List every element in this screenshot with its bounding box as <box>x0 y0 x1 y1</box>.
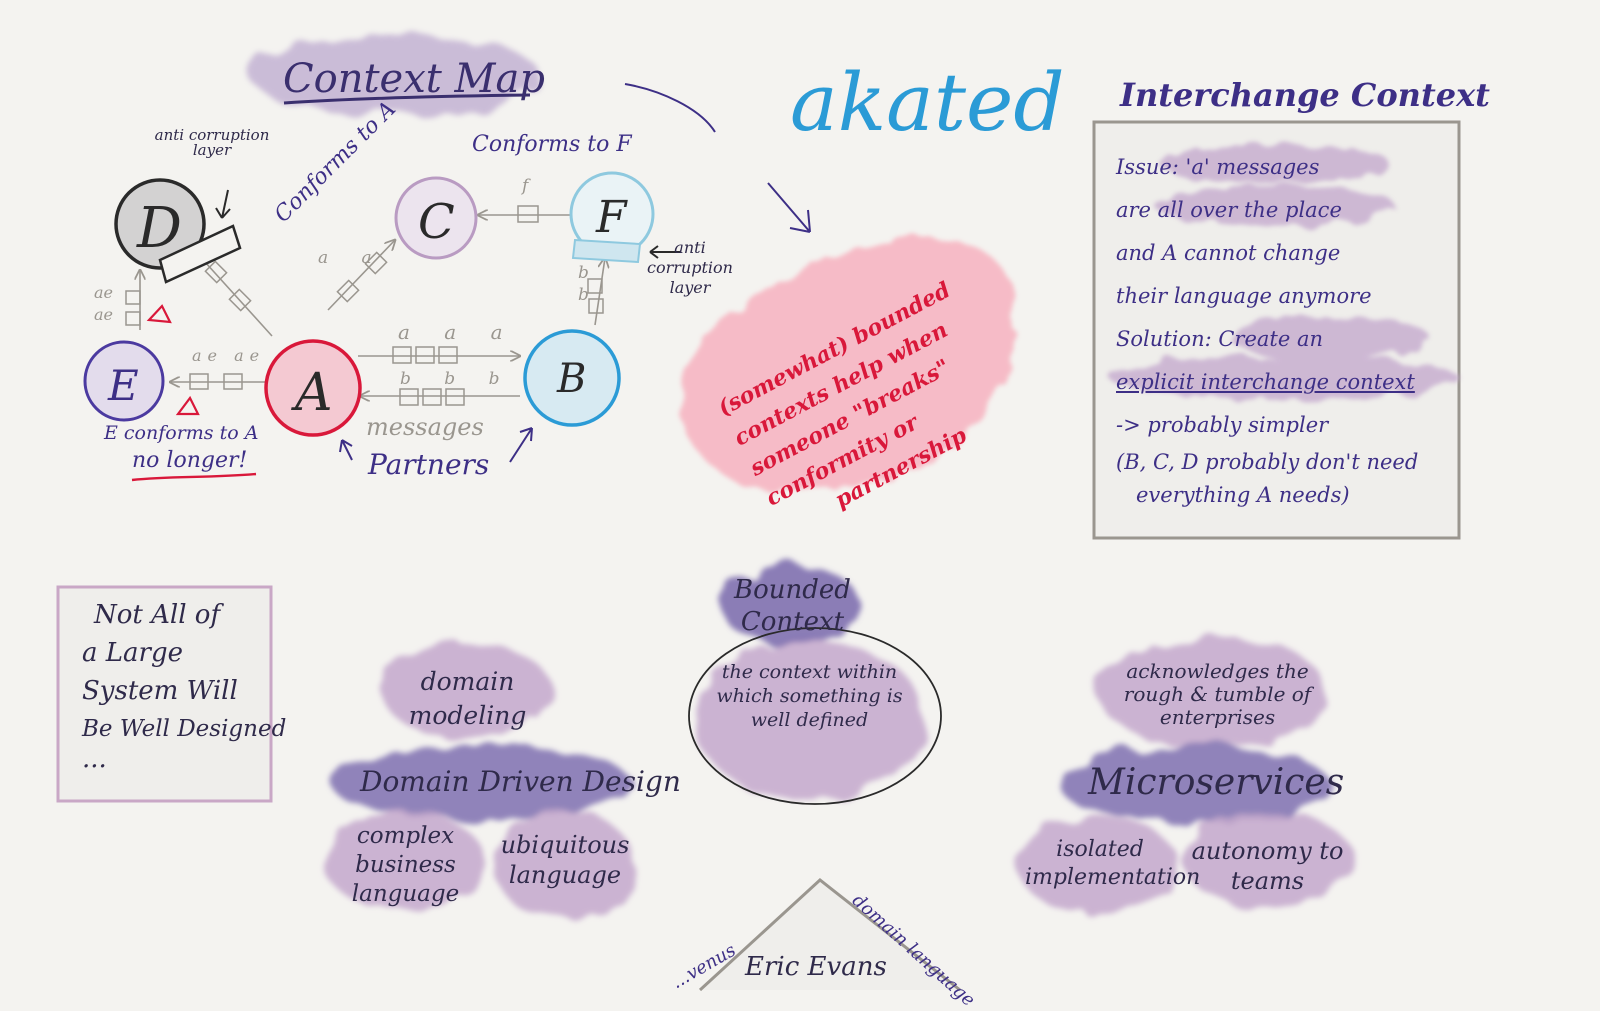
bottom-center-fragment: Eric Evans <box>745 952 887 982</box>
node-a <box>264 339 362 437</box>
msg-letters-b-to-f: b b <box>578 262 590 306</box>
microservices-center: Microservices <box>1088 762 1345 803</box>
node-e <box>83 340 165 422</box>
e-conforms-label: E conforms to A <box>104 422 259 444</box>
ddd-washes <box>325 642 635 921</box>
msg-letter: a <box>490 320 517 344</box>
note-box-line: Not All of <box>94 600 221 630</box>
node-b <box>523 329 621 427</box>
msg-letter: ae <box>94 283 114 302</box>
interchange-body: Issue: 'a' messages are all over the pla… <box>1116 146 1418 513</box>
interchange-line: -> probably simpler <box>1116 413 1329 437</box>
context-map-underline <box>283 93 531 105</box>
red-note-wash <box>681 236 1017 491</box>
updated-label: akated <box>790 56 1065 149</box>
node-f-label: F <box>595 192 628 243</box>
interchange-line: everything A needs) <box>1136 483 1350 507</box>
msg-letter: b <box>578 263 589 283</box>
interchange-line: their language anymore <box>1116 284 1372 308</box>
microservices-right: autonomy to teams <box>1191 837 1344 895</box>
msg-letter: a <box>444 320 471 344</box>
down-arrow <box>767 182 811 233</box>
node-e-label: E <box>107 361 139 410</box>
microservices-top: acknowledges the rough & tumble of enter… <box>1123 659 1312 729</box>
node-c <box>394 176 478 260</box>
msg-letters-a-to-c: a a <box>318 248 386 268</box>
ddd-left: complex business language <box>351 823 460 907</box>
message-boxes <box>125 205 604 406</box>
note-box-line: System Will <box>82 676 238 706</box>
node-d-label: D <box>136 196 182 261</box>
msg-letter: b <box>488 369 514 389</box>
msg-letter: b <box>444 369 470 389</box>
ddd-center: Domain Driven Design <box>360 765 681 798</box>
no-longer-underline <box>131 472 257 482</box>
interchange-line: explicit interchange context <box>1116 370 1415 394</box>
acl-top-label: anti corruption layer <box>154 126 270 159</box>
microservices-left: isolated implementation <box>1025 837 1201 890</box>
partners-arrow-right <box>509 427 533 463</box>
bottom-triangle <box>698 878 961 992</box>
msg-letter: a <box>318 248 343 268</box>
interchange-line: Issue: 'a' messages <box>1116 155 1320 179</box>
partners-arrow-left <box>339 439 353 461</box>
note-box-line: ... <box>82 744 107 774</box>
msg-letters-b-to-a: b b b <box>400 369 513 389</box>
acl-right-arrow <box>649 245 680 259</box>
msg-letter: ae <box>94 305 114 324</box>
no-longer-label: no longer! <box>132 448 248 473</box>
interchange-line: Solution: Create an <box>1116 327 1323 351</box>
curved-arrow <box>624 83 716 133</box>
bounded-context-title: Bounded Context <box>734 575 851 637</box>
note-box-line: Be Well Designed <box>82 716 287 742</box>
msg-letter: a <box>361 248 386 268</box>
msg-letter: b <box>578 285 589 305</box>
msg-letters-ae-to-d: ae ae <box>94 282 118 326</box>
msg-letter: b <box>400 369 425 389</box>
node-a-label: A <box>291 363 333 423</box>
interchange-line: and A cannot change <box>1116 241 1341 265</box>
bounded-context-body: the context within which something is we… <box>716 661 903 731</box>
msg-letter: a <box>398 320 424 344</box>
msg-letter: ae <box>234 346 266 365</box>
conforms-to-f-label: Conforms to F <box>472 132 632 157</box>
note-box <box>56 585 273 803</box>
acl-top-arrow <box>215 189 231 219</box>
acl-right-label: anti corruption layer <box>647 238 733 297</box>
msg-letter: ae <box>192 346 224 365</box>
node-c-label: C <box>418 194 455 250</box>
node-b-label: B <box>556 356 586 402</box>
microservices-washes <box>1018 637 1353 914</box>
ddd-top: domain modeling <box>408 667 527 730</box>
interchange-line: (B, C, D probably don't need <box>1116 450 1419 474</box>
interchange-title: Interchange Context <box>1120 76 1490 114</box>
partners-label: Partners <box>368 448 490 481</box>
messages-label: messages <box>366 413 484 441</box>
note-box-line: a Large <box>82 638 183 668</box>
warning-triangle-icon <box>175 395 200 416</box>
bounded-context-circle <box>688 627 942 805</box>
warning-triangle-icon <box>146 304 172 324</box>
interchange-highlights <box>1110 144 1460 400</box>
node-d <box>114 178 242 284</box>
msg-letters-a-to-b: a a a <box>398 320 517 344</box>
bounded-context-washes <box>695 565 925 800</box>
note-box-text: Not All of a Large System Will Be Well D… <box>82 596 287 774</box>
interchange-line: are all over the place <box>1116 198 1342 222</box>
ddd-right: ubiquitous language <box>500 831 630 889</box>
msg-letters-ae-to-e: ae ae <box>192 346 265 365</box>
msg-letter-f-to-c: f <box>522 176 529 196</box>
node-f <box>569 171 655 264</box>
